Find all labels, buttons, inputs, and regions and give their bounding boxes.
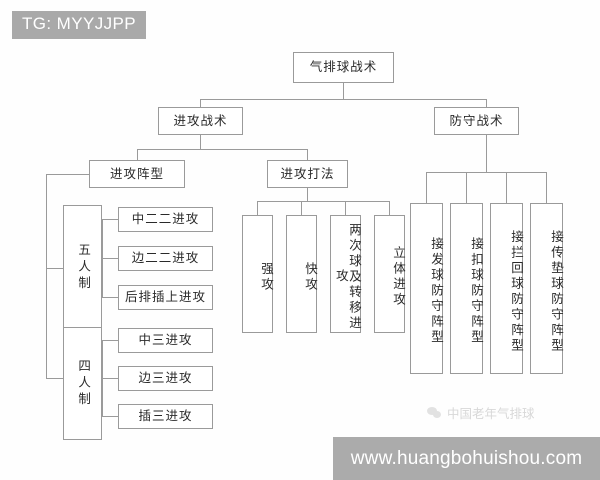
connector-formation-up — [137, 149, 138, 160]
node-group-four-player[interactable]: 四人制 — [63, 327, 102, 440]
connector-play-c2 — [301, 201, 302, 215]
node-five-child-1[interactable]: 中二二进攻 — [118, 207, 213, 232]
connector-def-c3 — [506, 172, 507, 203]
connector-root-down — [343, 83, 344, 99]
node-five-child-3[interactable]: 后排插上进攻 — [118, 285, 213, 310]
node-defense-child-4[interactable]: 接传垫球防守阵型 — [530, 203, 563, 374]
connector-four-c3 — [102, 416, 118, 417]
connector-play-c1 — [257, 201, 258, 215]
node-four-child-2[interactable]: 边三进攻 — [118, 366, 213, 391]
node-five-child-2[interactable]: 边二二进攻 — [118, 246, 213, 271]
connector-play-c3 — [345, 201, 346, 215]
connector-five-spine — [102, 219, 103, 297]
connector-playstyle-bus — [257, 201, 389, 202]
node-playstyle-child-2[interactable]: 快攻 — [286, 215, 317, 333]
connector-defense-up — [486, 99, 487, 107]
connector-formation-spine — [46, 174, 47, 378]
connector-defense-down — [486, 135, 487, 172]
node-playstyle-child-1[interactable]: 强攻 — [242, 215, 273, 333]
tg-watermark-tag: TG: MYYJJPP — [12, 11, 146, 39]
connector-def-c1 — [426, 172, 427, 203]
connector-five-c3 — [102, 297, 118, 298]
node-four-child-1[interactable]: 中三进攻 — [118, 328, 213, 353]
connector-five-c2 — [102, 258, 118, 259]
connector-level2-bus — [200, 99, 486, 100]
connector-def-c4 — [546, 172, 547, 203]
connector-play-c4 — [389, 201, 390, 215]
connector-four-c1 — [102, 340, 118, 341]
connector-group-five-in — [46, 268, 63, 269]
node-four-child-3[interactable]: 插三进攻 — [118, 404, 213, 429]
node-offense-formation[interactable]: 进攻阵型 — [89, 160, 185, 188]
node-defense-child-1[interactable]: 接发球防守阵型 — [410, 203, 443, 374]
node-playstyle-child-4[interactable]: 立体进攻 — [374, 215, 405, 333]
connector-four-c2 — [102, 378, 118, 379]
connector-offense-down — [200, 135, 201, 149]
node-defense-child-3[interactable]: 接拦回球防守阵型 — [490, 203, 523, 374]
node-root[interactable]: 气排球战术 — [293, 52, 394, 83]
connector-four-spine — [102, 340, 103, 416]
wechat-credit-label: 中国老年气排球 — [447, 407, 535, 421]
connector-defense-bus — [426, 172, 546, 173]
connector-playstyle-up — [307, 149, 308, 160]
node-playstyle-child-3[interactable]: 两次球及转移进攻 — [330, 215, 361, 333]
node-offense-playstyle[interactable]: 进攻打法 — [267, 160, 348, 188]
connector-def-c2 — [466, 172, 467, 203]
connector-offense-up — [200, 99, 201, 107]
node-defense-tactics[interactable]: 防守战术 — [434, 107, 519, 135]
connector-level3-bus — [137, 149, 307, 150]
wechat-icon — [427, 406, 442, 419]
connector-five-c1 — [102, 219, 118, 220]
connector-formation-left-stub — [46, 174, 89, 175]
connector-group-four-in — [46, 378, 63, 379]
wechat-credit: 中国老年气排球 — [427, 403, 535, 422]
connector-playstyle-down — [307, 188, 308, 201]
site-url-watermark: www.huangbohuishou.com — [333, 437, 600, 480]
node-group-five-player[interactable]: 五人制 — [63, 205, 102, 331]
node-defense-child-2[interactable]: 接扣球防守阵型 — [450, 203, 483, 374]
node-offense-tactics[interactable]: 进攻战术 — [158, 107, 243, 135]
